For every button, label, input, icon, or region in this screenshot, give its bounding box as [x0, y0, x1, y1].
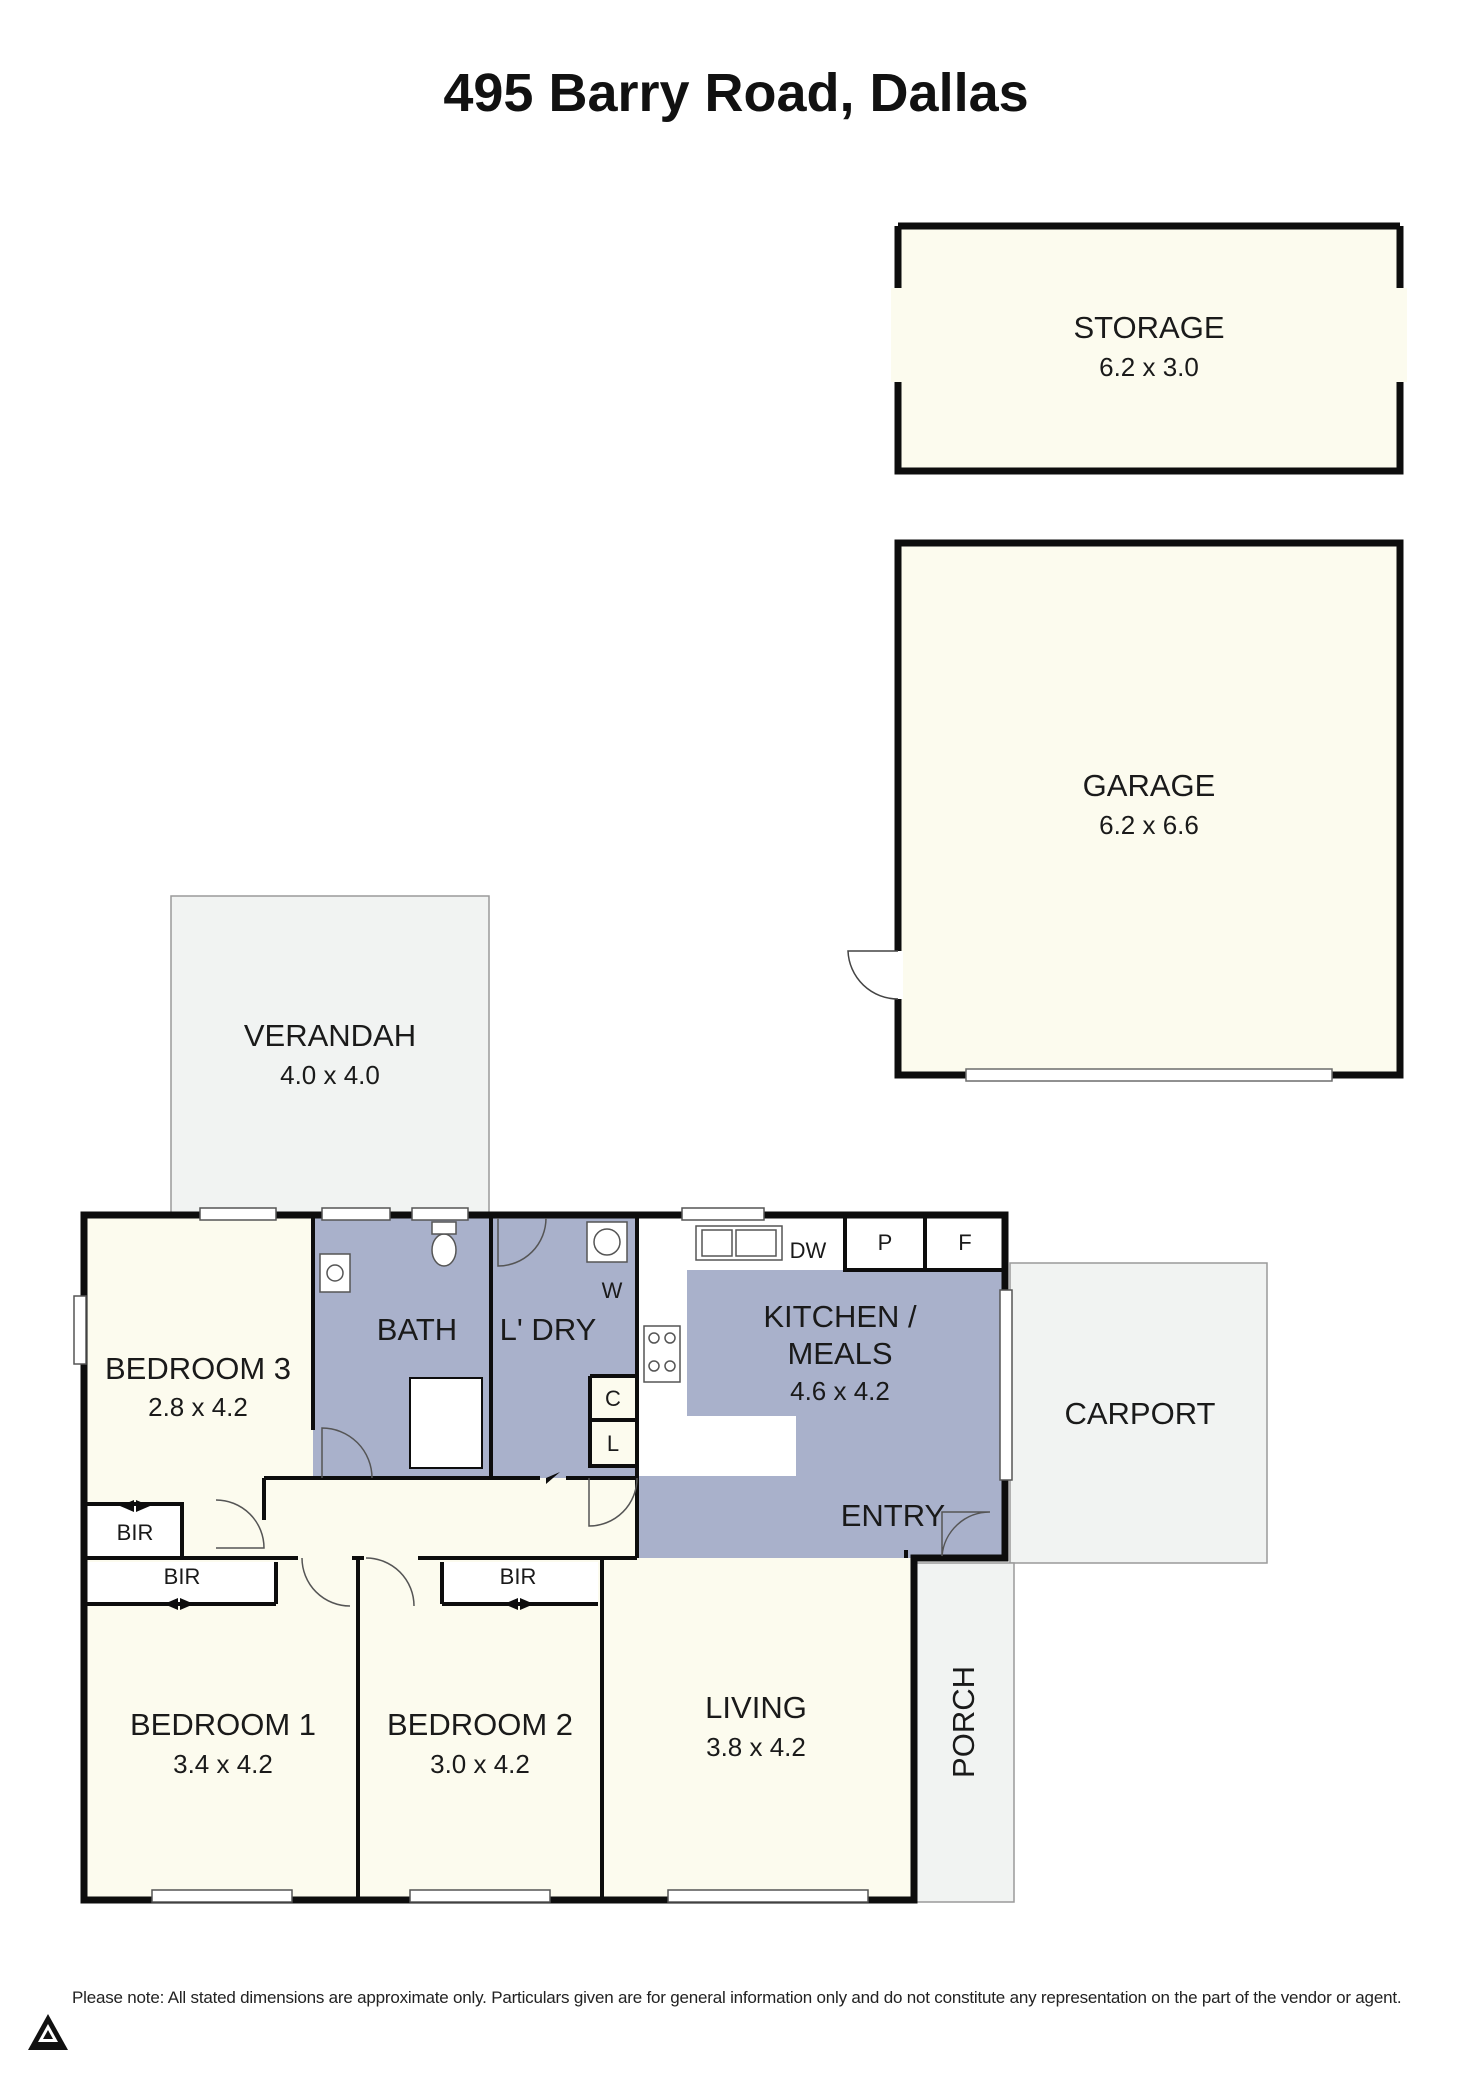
storage-label: STORAGE [1073, 310, 1224, 345]
dishwasher-label: DW [790, 1238, 827, 1263]
porch-area: PORCH [913, 1562, 1015, 1903]
bedroom3-label: BEDROOM 3 [105, 1351, 291, 1386]
kitchen-dims: 4.6 x 4.2 [790, 1376, 890, 1406]
bir-arrow-icon [180, 1598, 194, 1610]
carport-label: CARPORT [1064, 1396, 1215, 1431]
bedroom2-label: BEDROOM 2 [387, 1707, 573, 1742]
laundry-arrow-icon [546, 1472, 560, 1484]
kitchen-label-line1: KITCHEN / [763, 1299, 917, 1334]
vanity-basin-icon [319, 1253, 351, 1293]
garage-building: GARAGE 6.2 x 6.6 [847, 539, 1404, 1082]
garage-dims: 6.2 x 6.6 [1099, 810, 1199, 840]
bir-arrow-icon [520, 1598, 534, 1610]
pantry-label: P [878, 1230, 893, 1255]
bedroom1-label: BEDROOM 1 [130, 1707, 316, 1742]
bedroom2-dims: 3.0 x 4.2 [430, 1749, 530, 1779]
bedroom3-dims: 2.8 x 4.2 [148, 1392, 248, 1422]
carport-area: CARPORT [1009, 1262, 1268, 1564]
laundry-label: L' DRY [500, 1312, 597, 1347]
living-label: LIVING [705, 1690, 807, 1725]
fixtures [319, 1221, 783, 1383]
bir-arrow-icon [164, 1598, 178, 1610]
bir-arrow-icon [504, 1598, 518, 1610]
bir-bedroom2-label: BIR [500, 1564, 537, 1589]
disclaimer-text: Please note: All stated dimensions are a… [72, 1988, 1402, 2007]
verandah-label: VERANDAH [244, 1018, 416, 1053]
kitchen-label-line2: MEALS [787, 1336, 892, 1371]
bir-arrow-icon [120, 1500, 134, 1512]
bedroom1-dims: 3.4 x 4.2 [173, 1749, 273, 1779]
fridge-label: F [958, 1230, 971, 1255]
bath-label: BATH [377, 1312, 457, 1347]
toilet-icon [431, 1233, 457, 1267]
house-floors [84, 1218, 1005, 1898]
entry-label: ENTRY [841, 1498, 946, 1533]
interior-walls [84, 1218, 1005, 1900]
cupboard-c-label: C [605, 1386, 621, 1411]
room-labels: BEDROOM 3 2.8 x 4.2 BATH L' DRY KITCHEN … [105, 1230, 972, 1779]
bir-bedroom3-label: BIR [117, 1520, 154, 1545]
bir-arrow-icon [136, 1500, 150, 1512]
bir-bedroom1-label: BIR [164, 1564, 201, 1589]
triangle-logo-icon [28, 2014, 68, 2050]
storage-dims: 6.2 x 3.0 [1099, 352, 1199, 382]
windows [73, 1207, 1013, 1903]
plan-title: 495 Barry Road, Dallas [443, 63, 1029, 123]
garage-label: GARAGE [1083, 768, 1216, 803]
porch-label: PORCH [946, 1666, 981, 1778]
cooktop-icon [643, 1325, 681, 1383]
verandah-area: VERANDAH 4.0 x 4.0 [170, 895, 490, 1218]
storage-building: STORAGE 6.2 x 3.0 [891, 222, 1407, 475]
living-dims: 3.8 x 4.2 [706, 1732, 806, 1762]
door-swings [215, 1217, 991, 1607]
washer-label: W [602, 1278, 623, 1303]
verandah-dims: 4.0 x 4.0 [280, 1060, 380, 1090]
linen-l-label: L [607, 1431, 619, 1456]
sliding-door-markers [120, 1472, 560, 1610]
